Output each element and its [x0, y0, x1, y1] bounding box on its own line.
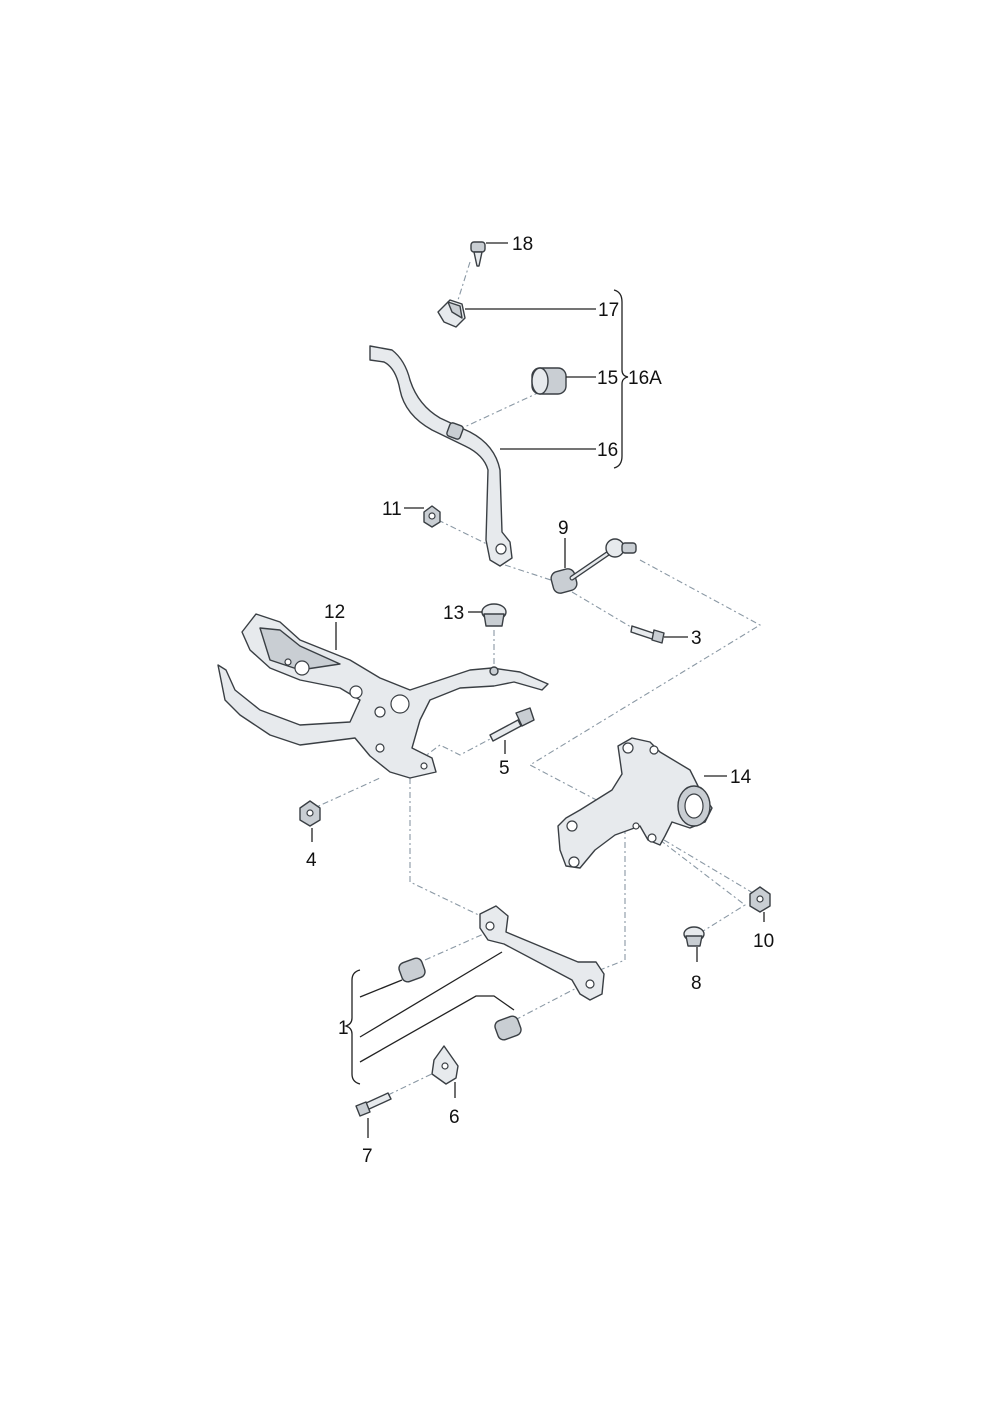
part-7-bolt: 7: [355, 1092, 392, 1167]
callout-15: 15: [597, 368, 618, 389]
link-bushings: [398, 957, 522, 1041]
callout-16: 16: [597, 440, 618, 461]
callout-6: 6: [449, 1107, 460, 1128]
callout-13: 13: [443, 603, 464, 624]
callout-14: 14: [730, 767, 752, 788]
part-16-stabilizer-bar: 16: [369, 345, 618, 567]
callout-7: 7: [362, 1146, 373, 1167]
callout-9: 9: [558, 518, 569, 539]
part-17-clamp: 17: [437, 299, 619, 328]
part-5-bolt: 5: [489, 707, 535, 779]
callout-4: 4: [306, 850, 317, 871]
callout-17: 17: [598, 300, 619, 321]
part-6-washer: 6: [431, 1045, 460, 1128]
assembly-lines: [309, 261, 762, 1096]
callout-8: 8: [691, 973, 702, 994]
callout-12: 12: [324, 602, 345, 623]
part-10-nut: 10: [749, 886, 774, 952]
callout-18: 18: [512, 234, 533, 255]
callout-3: 3: [691, 628, 702, 649]
group-1-leaders: 1: [338, 951, 515, 1085]
part-3-bolt: 3: [630, 625, 702, 649]
part-15-bushing: 15: [531, 367, 618, 395]
part-11-nut: 11: [382, 499, 441, 528]
part-18-screw: 18: [470, 234, 533, 267]
part-1-transverse-link: [479, 905, 605, 1001]
part-14-wheel-bearing-housing: 14: [557, 737, 752, 869]
part-4-nut: 4: [299, 800, 321, 871]
callout-1: 1: [338, 1018, 349, 1039]
callout-16a: 16A: [628, 368, 662, 389]
callout-5: 5: [499, 758, 510, 779]
part-9-coupling-rod: 9: [550, 518, 637, 594]
part-13-nut: 13: [443, 603, 507, 627]
callout-11: 11: [382, 499, 402, 520]
callout-10: 10: [753, 931, 774, 952]
bracket-16a: 16A: [613, 289, 662, 469]
part-8-nut: 8: [683, 926, 705, 994]
part-12-subframe: 12: [217, 602, 549, 779]
